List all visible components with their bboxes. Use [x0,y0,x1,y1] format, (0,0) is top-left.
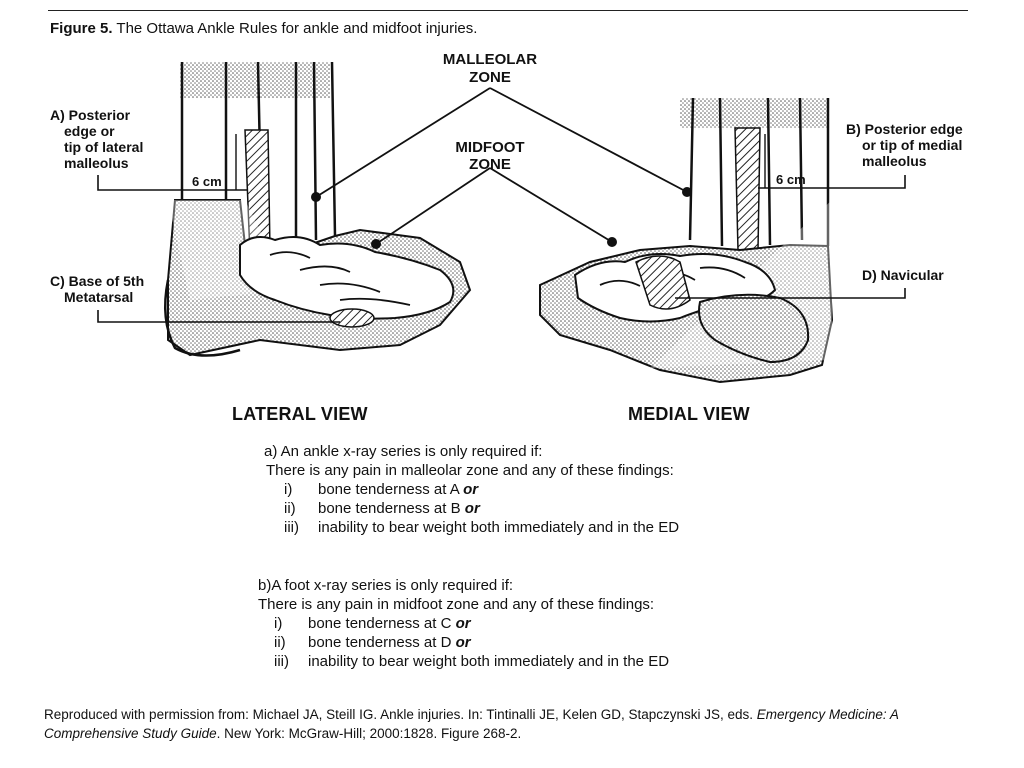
lateral-tarsal-bones [239,235,455,320]
label-c-leader [97,310,340,323]
midfoot-leader-left [375,167,491,245]
foot-rule-item: i)bone tenderness at C or [274,615,471,632]
figure-caption: The Ottawa Ankle Rules for ankle and mid… [116,20,478,37]
label-a-6cm: 6 cm [192,174,222,189]
label-d: D) Navicular [862,267,944,283]
label-c-line2: Metatarsal [64,289,133,305]
midfoot-leader-right [489,167,613,243]
citation-book-title: Emergency Medicine: A Comprehensive Stud… [44,707,899,741]
foot-rule-block: b)A foot x-ray series is only required i… [258,576,669,671]
figure-number: Figure 5. [50,20,113,37]
lateral-heel [163,279,241,357]
medial-malleolus-zone-b [734,127,761,251]
label-a-leader [97,175,248,191]
label-a-line3: tip of lateral [64,139,143,155]
zone-leader-lines [315,87,688,245]
medial-foot-illustration [539,97,834,384]
label-b-line3: malleolus [862,153,927,169]
label-a-line1: A) Posterior [50,107,131,123]
medial-leg-lines [688,97,830,247]
label-a-line2: edge or [64,123,115,139]
citation: Reproduced with permission from: Michael… [44,705,944,743]
ankle-rule-condition: There is any pain in malleolar zone and … [266,462,674,479]
foot-rule-item: iii)inability to bear weight both immedi… [274,653,670,670]
malleolar-zone-label-2: ZONE [469,69,511,86]
malleolar-zone-label-1: MALLEOLAR [443,51,537,68]
foot-rule-heading: b)A foot x-ray series is only required i… [258,577,514,594]
foot-rule-condition: There is any pain in midfoot zone and an… [258,596,655,613]
figure-title: Figure 5. The Ottawa Ankle Rules for ank… [50,20,477,37]
label-b-line2: or tip of medial [862,137,962,153]
midfoot-zone-label-1: MIDFOOT [455,139,524,156]
malleolar-leader-left [315,87,491,198]
label-a-line4: malleolus [64,155,129,171]
lateral-5th-metatarsal-zone-c [329,308,375,328]
label-c-line1: C) Base of 5th [50,273,144,289]
citation-prefix: Reproduced with permission from: Michael… [44,707,757,722]
ankle-rule-item: i)bone tenderness at A or [284,481,479,498]
label-b-6cm: 6 cm [776,172,806,187]
lateral-leg-shade [180,62,330,98]
label-d-leader [675,288,906,299]
lateral-view-label: LATERAL VIEW [232,404,368,424]
ankle-rule-heading: a) An ankle x-ray series is only require… [264,443,543,460]
label-b-leader [758,175,906,189]
label-a-group: A) Posterior edge or tip of lateral mall… [50,107,248,191]
ankle-rule-block: a) An ankle x-ray series is only require… [264,442,679,537]
lateral-foot-illustration [163,61,472,357]
label-b-group: B) Posterior edge or tip of medial malle… [758,121,963,189]
medial-leg-shade [680,98,828,128]
top-rule [48,10,968,11]
foot-rule-item: ii)bone tenderness at D or [274,634,471,651]
midfoot-zone-label-2: ZONE [469,156,511,173]
lateral-bone-details [269,251,411,306]
medial-navicular-zone-d [635,255,691,310]
ankle-rule-item: ii)bone tenderness at B or [284,500,480,517]
label-c-group: C) Base of 5th Metatarsal [50,273,340,323]
medial-view-label: MEDIAL VIEW [628,404,750,424]
malleolar-leader-right [489,87,688,193]
label-d-group: D) Navicular [675,267,944,299]
medial-calcaneus [698,293,810,364]
ankle-diagram: MALLEOLAR ZONE MIDFOOT ZONE A) Posterior… [50,51,963,384]
ankle-rule-item: iii)inability to bear weight both immedi… [284,519,680,536]
citation-suffix: . New York: McGraw-Hill; 2000:1828. Figu… [216,726,522,741]
label-b-line1: B) Posterior edge [846,121,963,137]
